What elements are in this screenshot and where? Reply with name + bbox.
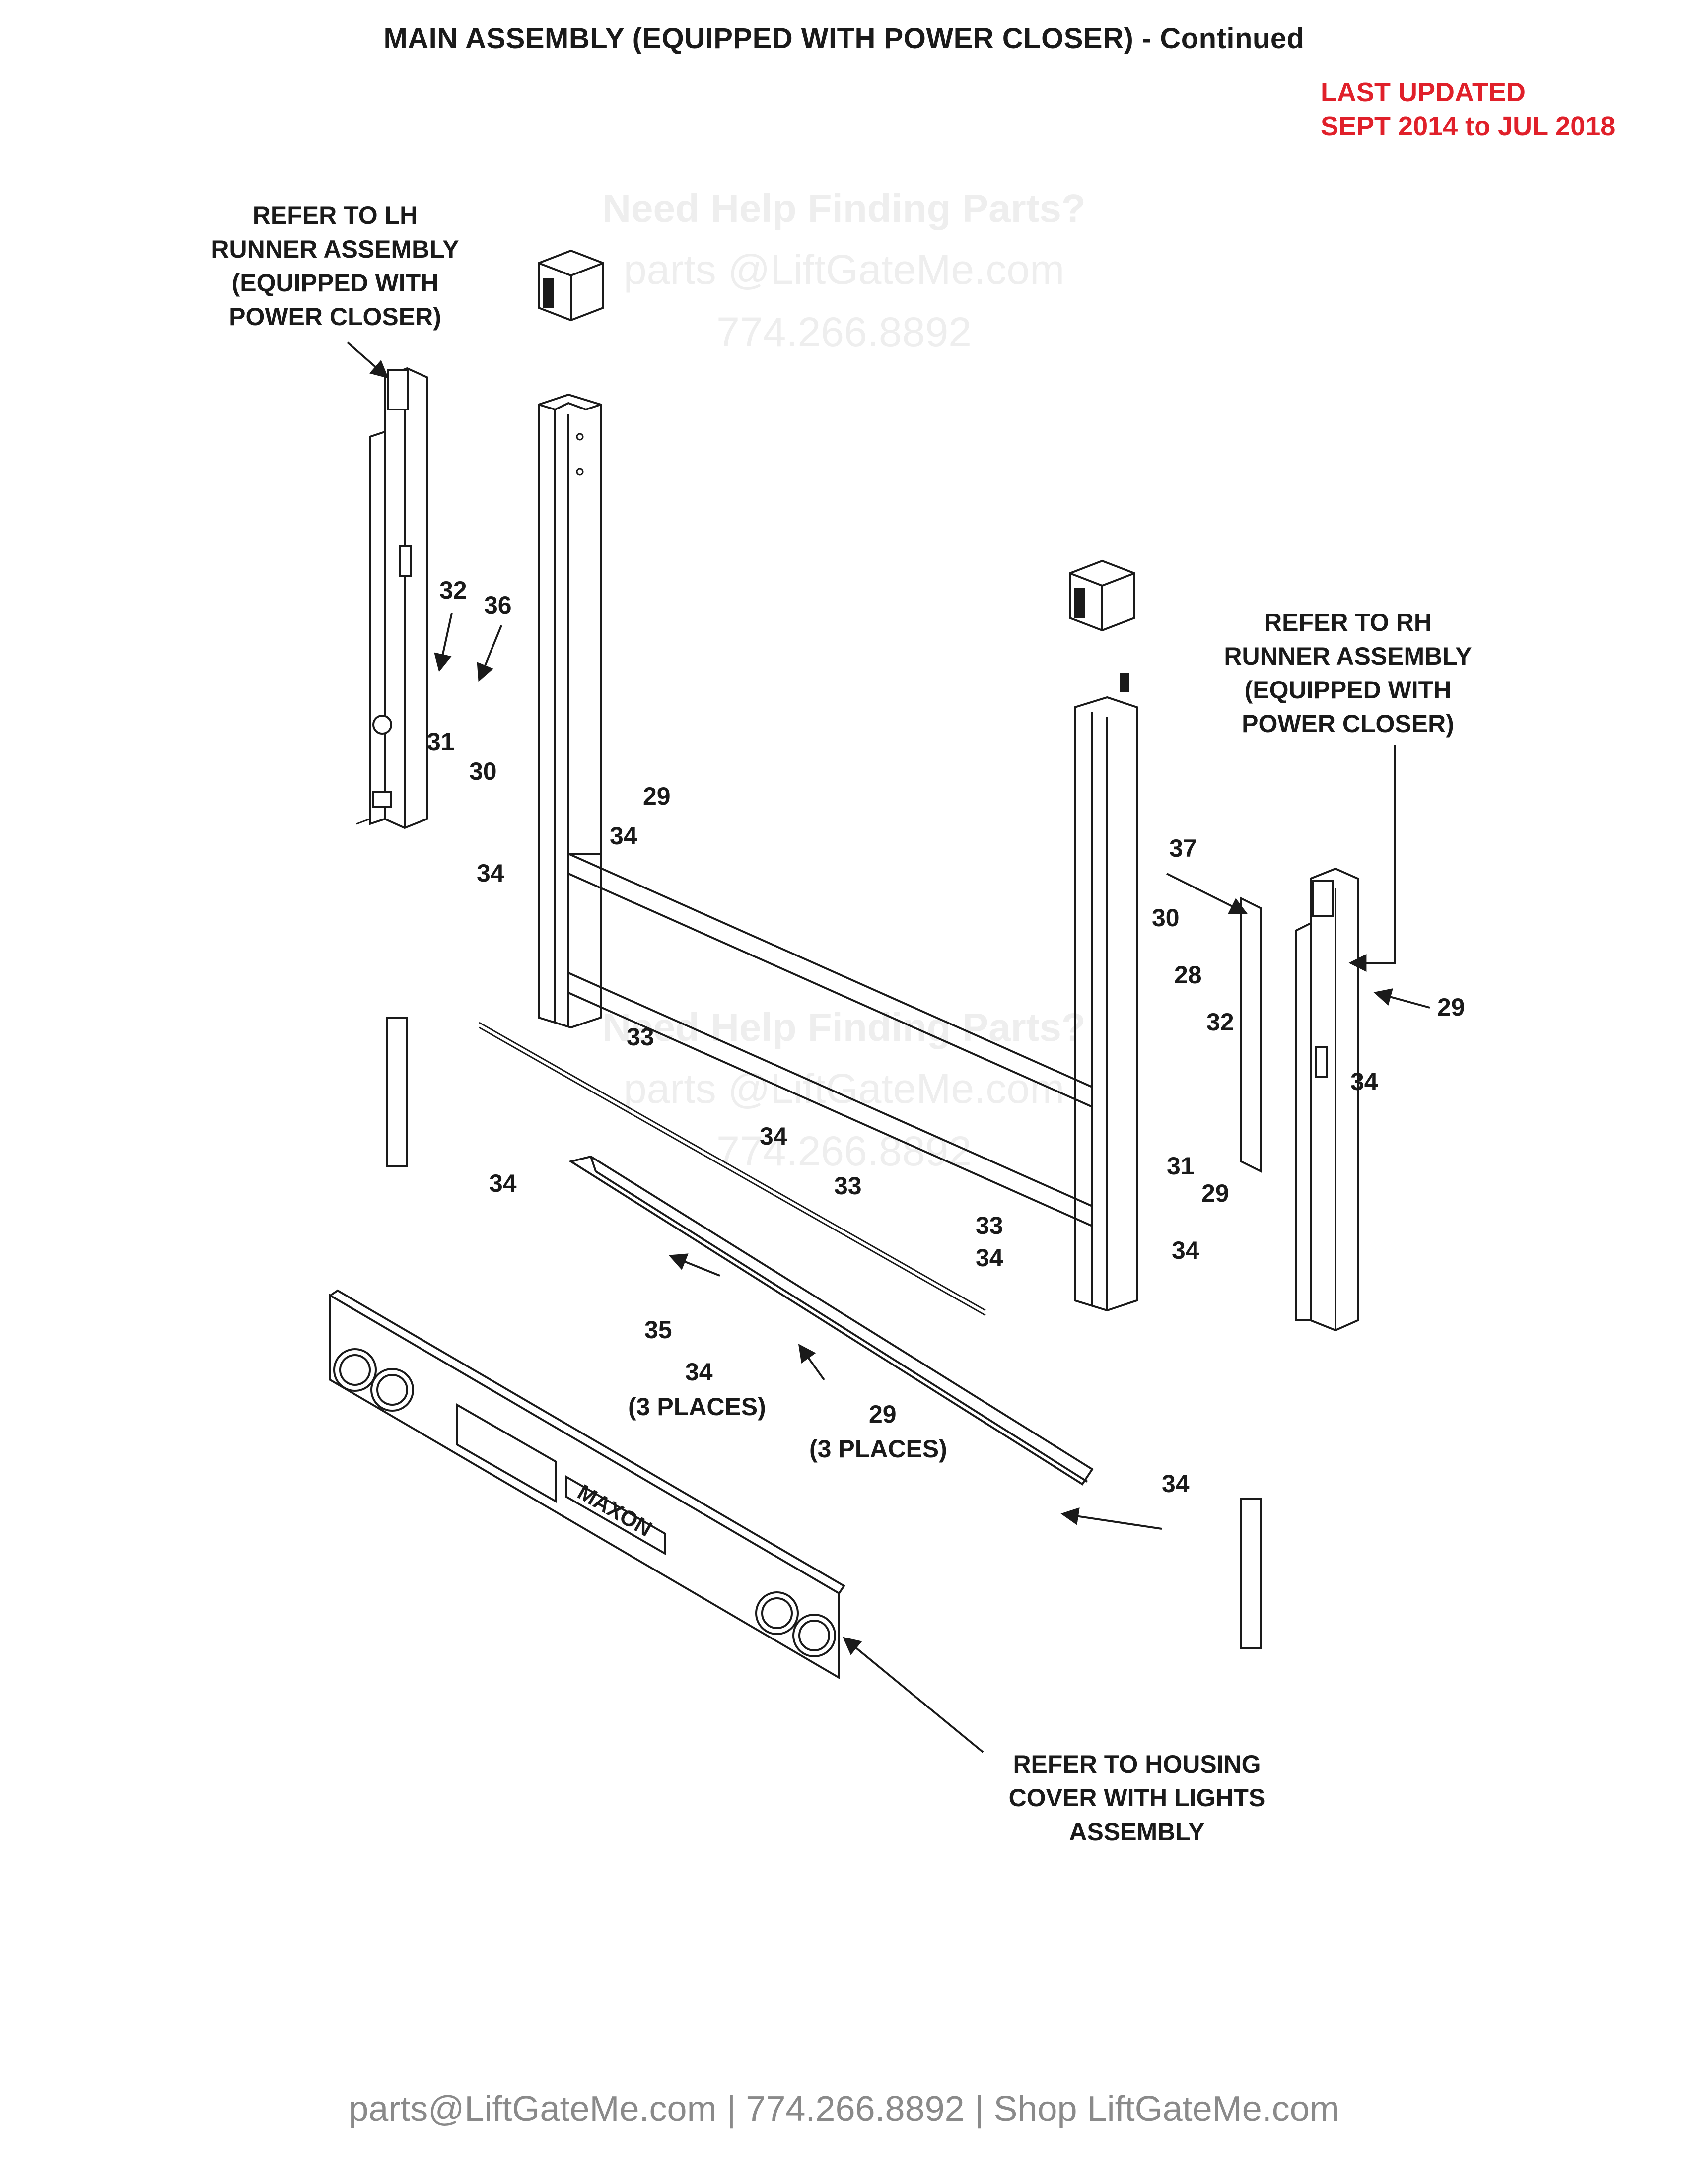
lh-cylinder-block [538, 249, 604, 322]
item-number-34: 34 [976, 1244, 1003, 1272]
last-updated-label: LAST UPDATED [1321, 77, 1526, 107]
item-number-32: 32 [439, 576, 467, 604]
callout-line: REFER TO LH [252, 202, 418, 229]
watermark-line-1: Need Help Finding Parts? [602, 186, 1086, 230]
watermark-line-3: 774.266.8892 [716, 309, 972, 355]
callout-line: POWER CLOSER) [229, 303, 441, 331]
callout-line: POWER CLOSER) [1242, 710, 1454, 738]
item-number-34: 34 [610, 822, 637, 850]
item-number-28: 28 [1174, 961, 1202, 989]
item-37-plate [1240, 896, 1262, 1173]
item-number-34: 34 [1172, 1236, 1199, 1264]
item-number-34: 34 [760, 1122, 787, 1150]
item-35-angle [568, 1155, 1094, 1486]
footer-contact: parts@LiftGateMe.com | 774.266.8892 | Sh… [349, 2089, 1339, 2129]
item-number-29: 29 [643, 782, 671, 810]
main-frame [567, 853, 1093, 1300]
rh-upright [1074, 673, 1138, 1312]
item-number-37: 37 [1169, 834, 1197, 862]
lh-runner-assembly [356, 367, 428, 829]
item-number-30: 30 [1152, 904, 1180, 932]
item-number-32: 32 [1206, 1008, 1234, 1036]
item-number-35: 35 [644, 1316, 672, 1344]
item-number-29: 29 [1201, 1179, 1229, 1207]
rh-runner-assembly [1295, 867, 1359, 1332]
item-number-34: 34 [477, 859, 504, 887]
item-number-34: 34 [1162, 1470, 1190, 1498]
leader-lines [347, 341, 1430, 1753]
item-number-31: 31 [427, 728, 455, 755]
rh-mount-plate [1240, 1498, 1262, 1649]
item-number-29-qty: (3 PLACES) [809, 1435, 947, 1463]
item-number-29: 29 [869, 1400, 897, 1428]
item-number-33: 33 [834, 1172, 862, 1200]
callout-line: REFER TO RH [1264, 609, 1432, 636]
item-number-33: 33 [976, 1212, 1003, 1239]
housing-cover [329, 1289, 845, 1680]
callout-housing-cover: REFER TO HOUSING COVER WITH LIGHTS ASSEM… [983, 1747, 1291, 1848]
callout-line: REFER TO HOUSING [1013, 1750, 1261, 1778]
callout-line: RUNNER ASSEMBLY [1224, 642, 1472, 670]
callout-line: RUNNER ASSEMBLY [211, 235, 459, 263]
item-number-34: 34 [1350, 1068, 1378, 1095]
watermark-line-3: 774.266.8892 [716, 1128, 972, 1174]
item-number-34: 34 [685, 1358, 713, 1386]
watermark-top: Need Help Finding Parts? parts @LiftGate… [496, 179, 1192, 363]
page-title: MAIN ASSEMBLY (EQUIPPED WITH POWER CLOSE… [383, 22, 1305, 55]
callout-line: (EQUIPPED WITH [1244, 676, 1452, 704]
item-number-31: 31 [1167, 1152, 1195, 1180]
watermark-line-2: parts @LiftGateMe.com [623, 246, 1065, 293]
callout-rh-runner: REFER TO RH RUNNER ASSEMBLY (EQUIPPED WI… [1206, 606, 1489, 741]
flat-bar [479, 1022, 986, 1311]
item-number-29: 29 [1437, 993, 1465, 1021]
callout-line: (EQUIPPED WITH [231, 269, 439, 297]
lh-mount-plate [386, 1017, 408, 1167]
callout-line: ASSEMBLY [1069, 1818, 1205, 1845]
last-updated-range: SEPT 2014 to JUL 2018 [1321, 111, 1616, 141]
watermark-line-1: Need Help Finding Parts? [602, 1005, 1086, 1049]
item-number-36: 36 [484, 591, 512, 619]
watermark-middle: Need Help Finding Parts? parts @LiftGate… [496, 998, 1192, 1182]
item-number-34-qty: (3 PLACES) [628, 1393, 766, 1421]
rh-cylinder-block [1069, 559, 1135, 632]
item-number-30: 30 [469, 757, 497, 785]
maxon-logo: MAXON [573, 1480, 656, 1541]
item-number-33: 33 [627, 1023, 654, 1051]
lh-upright [538, 393, 602, 1029]
callout-line: COVER WITH LIGHTS [1008, 1784, 1266, 1812]
last-updated-note: LAST UPDATED SEPT 2014 to JUL 2018 [1321, 75, 1615, 143]
item-number-34: 34 [489, 1169, 517, 1197]
callout-lh-runner: REFER TO LH RUNNER ASSEMBLY (EQUIPPED WI… [194, 199, 477, 334]
watermark-line-2: parts @LiftGateMe.com [623, 1065, 1065, 1112]
